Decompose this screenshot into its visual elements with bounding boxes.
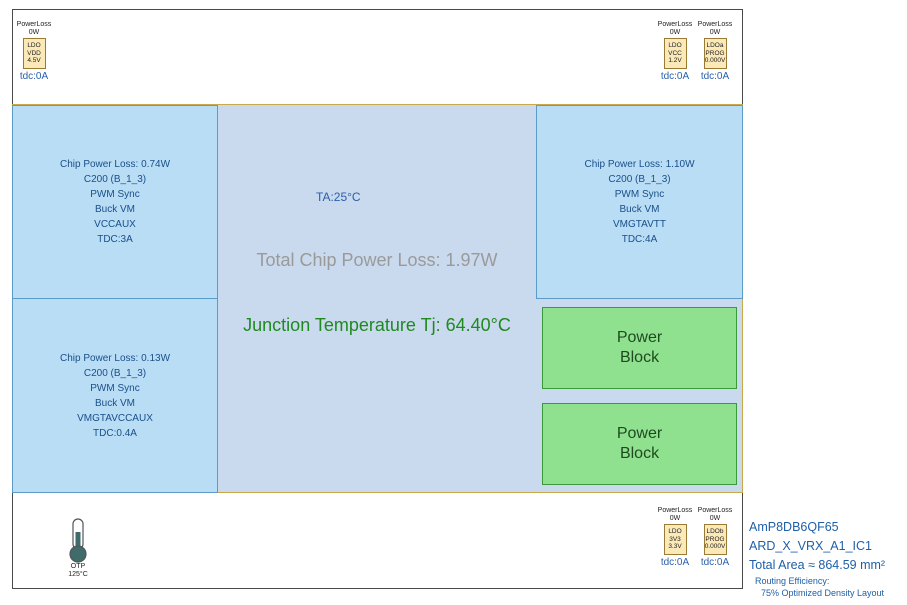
chip-vmgtavtt[interactable]: Chip Power Loss: 1.10W C200 (B_1_3) PWM …: [536, 105, 743, 299]
power-block-label: Power: [616, 425, 663, 442]
thermometer-icon[interactable]: [66, 518, 90, 564]
ldo-vcc[interactable]: PowerLoss 0W LDO VCC 1.2V tdc:0A: [655, 21, 695, 82]
ldo-line: VCC: [668, 49, 682, 57]
ldo-line: 4.5V: [27, 57, 41, 65]
chip-mode: PWM Sync: [90, 382, 140, 394]
ldo-line: VDD: [27, 49, 41, 57]
ldo-3v3[interactable]: PowerLoss 0W LDO 3V3 3.3V tdc:0A: [655, 507, 695, 568]
chip-part: C200 (B_1_3): [608, 174, 671, 185]
chip-topology: Buck VM: [94, 397, 135, 409]
part-number: AmP8DB6QF65: [749, 520, 839, 534]
ldo-box[interactable]: LDO 3V3 3.3V: [663, 524, 687, 555]
chip-power-loss: Chip Power Loss: 0.74W: [59, 159, 171, 170]
power-block[interactable]: Power Block: [542, 403, 737, 485]
total-area: Total Area ≈ 864.59 mm²: [749, 558, 886, 572]
total-chip-power-loss: Total Chip Power Loss: 1.97W: [256, 250, 498, 270]
design-info: AmP8DB6QF65 ARD_X_VRX_A1_IC1 Total Area …: [749, 518, 905, 599]
chip-vmgtavccaux[interactable]: Chip Power Loss: 0.13W C200 (B_1_3) PWM …: [12, 298, 218, 493]
chip-vccaux[interactable]: Chip Power Loss: 0.74W C200 (B_1_3) PWM …: [12, 105, 218, 299]
ldo-line: 0.000V: [704, 57, 726, 65]
ldo-vdd[interactable]: PowerLoss 0W LDO VDD 4.5V tdc:0A: [14, 21, 54, 82]
powerloss-label: PowerLoss: [16, 21, 52, 28]
chip-part: C200 (B_1_3): [83, 174, 147, 185]
power-block-label: Power: [616, 329, 663, 346]
power-block[interactable]: Power Block: [542, 307, 737, 389]
powerloss-label: PowerLoss: [657, 507, 693, 514]
chip-topology: Buck VM: [619, 204, 660, 215]
chip-mode: PWM Sync: [90, 189, 140, 200]
ldo-line: 3V3: [669, 535, 681, 543]
chip-rail: VCCAUX: [94, 219, 136, 230]
chip-tdc: TDC:3A: [97, 234, 133, 245]
powerloss-label: PowerLoss: [657, 21, 693, 28]
powerloss-value: 0W: [669, 29, 681, 36]
chip-part: C200 (B_1_3): [83, 367, 147, 379]
chip-mode: PWM Sync: [614, 189, 665, 200]
chip-rail: VMGTAVCCAUX: [77, 412, 153, 424]
ldo-line: LDO: [668, 528, 682, 536]
chip-tdc: TDC:0.4A: [93, 427, 137, 439]
power-block-label: Block: [619, 349, 660, 366]
ldo-b-prog[interactable]: PowerLoss 0W LDOb PROG 0.000V tdc:0A: [695, 507, 735, 568]
ldo-line: 3.3V: [668, 543, 682, 551]
ldo-tdc: tdc:0A: [19, 71, 49, 82]
powerloss-value: 0W: [669, 515, 681, 522]
powerloss-label: PowerLoss: [697, 21, 733, 28]
ambient-temperature: TA:25°C: [316, 190, 361, 204]
ldo-tdc: tdc:0A: [700, 557, 730, 568]
ldo-box[interactable]: LDO VDD 4.5V: [22, 38, 46, 69]
junction-temperature: Junction Temperature Tj: 64.40°C: [243, 315, 511, 335]
ldo-tdc: tdc:0A: [660, 71, 690, 82]
chip-rail: VMGTAVTT: [613, 219, 666, 230]
ldo-tdc: tdc:0A: [700, 71, 730, 82]
ldo-tdc: tdc:0A: [660, 557, 690, 568]
ldo-line: LDO: [668, 42, 682, 50]
ldo-line: LDOa: [706, 42, 724, 50]
ldo-box[interactable]: LDOa PROG 0.000V: [703, 38, 727, 69]
otp-label: OTP: [70, 563, 86, 570]
chip-tdc: TDC:4A: [621, 234, 658, 245]
ldo-line: 1.2V: [668, 57, 682, 65]
ldo-line: LDO: [27, 42, 41, 50]
ldo-line: 0.000V: [704, 543, 726, 551]
power-block-label: Block: [619, 445, 660, 462]
ldo-line: PROG: [705, 49, 725, 57]
otp-label-group: OTP 125°C: [58, 563, 98, 579]
chip-topology: Buck VM: [94, 204, 135, 215]
ldo-line: LDOb: [706, 528, 724, 536]
powerloss-value: 0W: [709, 515, 721, 522]
powerloss-value: 0W: [28, 29, 40, 36]
chip-power-loss: Chip Power Loss: 0.13W: [59, 352, 171, 364]
ldo-a-prog[interactable]: PowerLoss 0W LDOa PROG 0.000V tdc:0A: [695, 21, 735, 82]
ldo-box[interactable]: LDOb PROG 0.000V: [703, 524, 727, 555]
ldo-line: PROG: [705, 535, 725, 543]
powerloss-label: PowerLoss: [697, 507, 733, 514]
powerloss-value: 0W: [709, 29, 721, 36]
design-name: ARD_X_VRX_A1_IC1: [749, 539, 872, 553]
ldo-box[interactable]: LDO VCC 1.2V: [663, 38, 687, 69]
otp-value: 125°C: [68, 571, 88, 578]
chip-power-loss: Chip Power Loss: 1.10W: [584, 159, 695, 170]
routing-efficiency-value: 75% Optimized Density Layout: [761, 588, 885, 598]
routing-efficiency-label: Routing Efficiency:: [755, 576, 830, 586]
